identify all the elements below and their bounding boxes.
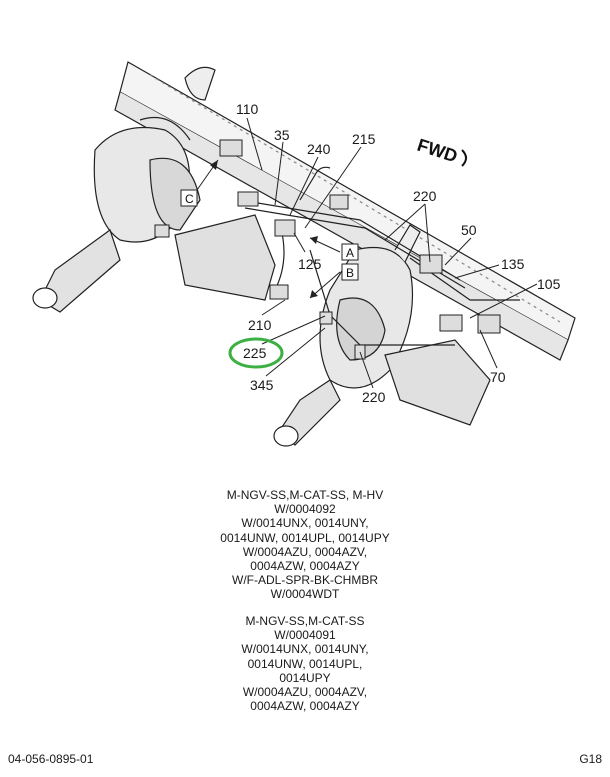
note-line: W/0004AZU, 0004AZV, bbox=[242, 544, 368, 559]
box-label-c: C bbox=[185, 192, 194, 206]
note-line: W/F-ADL-SPR-BK-CHMBR bbox=[232, 573, 378, 588]
mud-flaps bbox=[174, 214, 491, 426]
note-line: M-NGV-SS,M-CAT-SS, M-HV bbox=[226, 488, 384, 502]
highlight-ellipse bbox=[228, 337, 284, 369]
callout-70: 70 bbox=[490, 369, 506, 385]
callout-105: 105 bbox=[537, 276, 561, 292]
arrowheads bbox=[210, 160, 318, 298]
box-label-b: B bbox=[346, 266, 354, 280]
note-line: W/0004AZU, 0004AZV, bbox=[242, 685, 368, 700]
fwd-label: FWD bbox=[415, 135, 460, 167]
applicability-notes-1: M-NGV-SS,M-CAT-SS, M-HV W/0004092 W/0014… bbox=[0, 488, 610, 602]
callout-50: 50 bbox=[461, 222, 477, 238]
note-line: 0014UNW, 0014UPL, bbox=[247, 656, 363, 671]
box-labels: C A B bbox=[180, 189, 359, 281]
callout-240: 240 bbox=[307, 141, 331, 157]
note-line: W/0004WDT bbox=[270, 587, 340, 602]
callout-220-top: 220 bbox=[413, 188, 437, 204]
callout-220-bottom: 220 bbox=[362, 389, 386, 405]
note-line: 0004AZW, 0004AZY bbox=[250, 699, 360, 714]
applicability-notes-2: M-NGV-SS,M-CAT-SS W/0004091 W/0014UNX, 0… bbox=[0, 614, 610, 713]
forward-direction-indicator: FWD bbox=[415, 135, 467, 167]
note-line: 0014UNW, 0014UPL, 0014UPY bbox=[220, 530, 390, 545]
document-id: 04-056-0895-01 bbox=[8, 752, 94, 766]
callout-225: 225 bbox=[243, 345, 267, 361]
note-line: 0014UPY bbox=[279, 670, 331, 685]
front-axle-housing bbox=[32, 66, 216, 313]
box-label-a: A bbox=[346, 246, 354, 260]
note-line: W/0014UNX, 0014UNY, bbox=[241, 642, 369, 657]
note-line: W/0004092 bbox=[274, 502, 336, 517]
note-line: M-NGV-SS,M-CAT-SS bbox=[245, 614, 365, 628]
page-code: G18 bbox=[579, 752, 602, 766]
callout-110: 110 bbox=[236, 101, 259, 117]
forward-arrow-icon bbox=[461, 149, 467, 167]
parts-diagram: FWD C A B 110 35 240 215 220 50 135 105 … bbox=[32, 61, 576, 447]
callout-35: 35 bbox=[274, 127, 290, 143]
callout-125: 125 bbox=[298, 256, 322, 272]
callout-345: 345 bbox=[250, 377, 274, 393]
callout-135: 135 bbox=[501, 256, 525, 272]
note-line: W/0014UNX, 0014UNY, bbox=[241, 516, 369, 531]
callout-215: 215 bbox=[352, 131, 376, 147]
callout-numbers: 110 35 240 215 220 50 135 105 125 210 22… bbox=[236, 101, 561, 405]
callout-210: 210 bbox=[248, 317, 272, 333]
note-line: W/0004091 bbox=[274, 628, 336, 643]
note-line: 0004AZW, 0004AZY bbox=[250, 559, 360, 574]
